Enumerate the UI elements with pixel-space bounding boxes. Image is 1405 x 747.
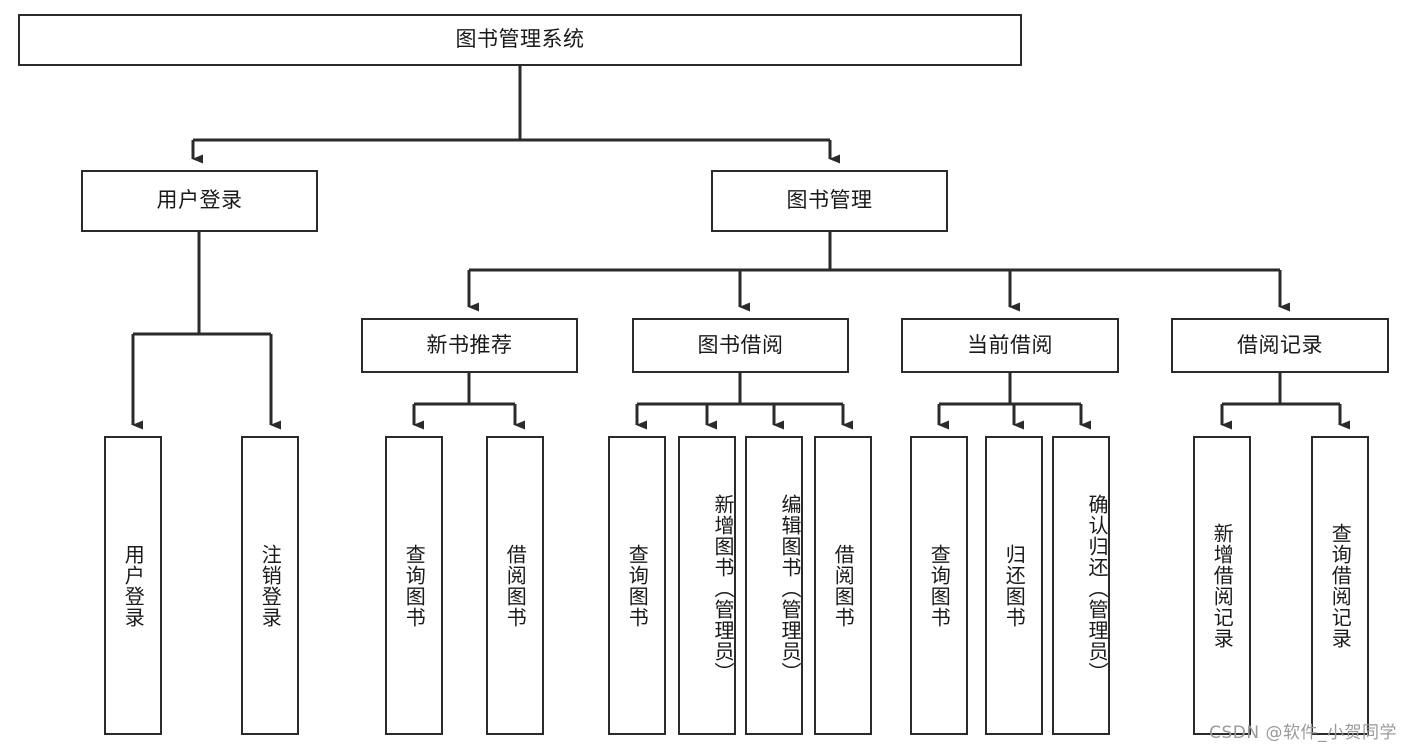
node-leaf-edit-book-admin[interactable]: 编辑图书（管理员） xyxy=(745,436,803,735)
node-borrow-record[interactable]: 借阅记录 xyxy=(1171,318,1389,373)
node-leaf-query-book-borrow[interactable]: 查询图书 xyxy=(608,436,666,735)
node-leaf-add-book-admin[interactable]: 新增图书（管理员） xyxy=(678,436,736,735)
node-leaf-confirm-return-admin[interactable]: 确认归还（管理员） xyxy=(1052,436,1110,735)
csdn-watermark: CSDN @软件_小贺同学 xyxy=(1209,723,1397,743)
node-leaf-query-book-recommend[interactable]: 查询图书 xyxy=(385,436,443,735)
node-leaf-user-login[interactable]: 用户登录 xyxy=(104,436,162,735)
node-new-book-recommend[interactable]: 新书推荐 xyxy=(361,318,578,373)
node-root-system[interactable]: 图书管理系统 xyxy=(18,14,1022,66)
node-current-borrow[interactable]: 当前借阅 xyxy=(901,318,1119,373)
node-leaf-logout[interactable]: 注销登录 xyxy=(241,436,299,735)
node-leaf-borrow-book-recommend[interactable]: 借阅图书 xyxy=(486,436,544,735)
node-user-login[interactable]: 用户登录 xyxy=(81,170,318,232)
node-leaf-borrow-book[interactable]: 借阅图书 xyxy=(814,436,872,735)
node-book-borrow[interactable]: 图书借阅 xyxy=(632,318,849,373)
node-leaf-return-book[interactable]: 归还图书 xyxy=(985,436,1043,735)
node-leaf-query-borrow-record[interactable]: 查询借阅记录 xyxy=(1311,436,1369,735)
node-book-manage[interactable]: 图书管理 xyxy=(711,170,948,232)
node-leaf-add-borrow-record[interactable]: 新增借阅记录 xyxy=(1193,436,1251,735)
node-leaf-query-book-current[interactable]: 查询图书 xyxy=(910,436,968,735)
